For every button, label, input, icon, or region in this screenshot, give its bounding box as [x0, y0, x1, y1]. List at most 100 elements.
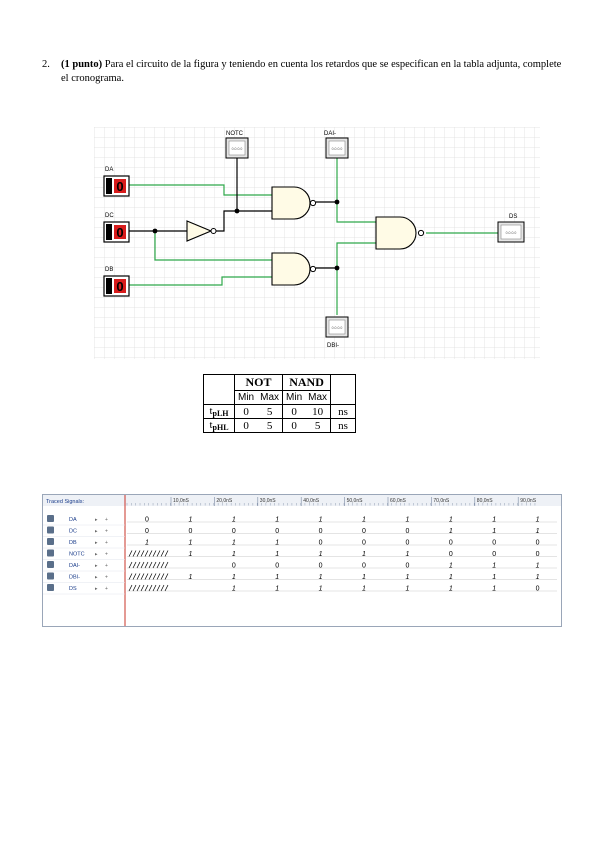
probe-value-DAI: 0.0.0.0	[332, 147, 343, 151]
handwritten-mark: 1	[362, 517, 366, 524]
probe-NOTC[interactable]: NOTC 0.0.0.0	[225, 131, 249, 159]
input-DA[interactable]: DA 0	[103, 167, 130, 197]
input-label-DC: DC	[105, 213, 114, 219]
expand-arrow-icon[interactable]: ▸	[95, 552, 98, 558]
handwritten-mark: 1	[362, 574, 366, 581]
trace-title: Traced Signals:	[46, 499, 84, 505]
probe-value-DS: 0.0.0.0	[506, 231, 517, 235]
undefined-hatch	[140, 573, 145, 580]
input-DC[interactable]: DC 0	[103, 213, 130, 243]
undefined-hatch	[144, 584, 149, 592]
handwritten-mark: 1	[275, 517, 279, 524]
junction-dot	[152, 228, 158, 234]
signal-name: DA	[69, 517, 77, 523]
handwritten-mark: 1	[232, 517, 236, 524]
expand-arrow-icon[interactable]: ▸	[95, 540, 98, 546]
handwritten-mark: 0	[362, 563, 366, 570]
plus-icon[interactable]: +	[105, 586, 108, 592]
handwritten-mark: 1	[492, 528, 496, 535]
table-cell: 5	[305, 418, 332, 433]
handwritten-mark: 1	[232, 551, 236, 558]
time-label: 80,0nS	[477, 498, 494, 504]
table-cell: 5	[257, 418, 284, 433]
expand-arrow-icon[interactable]: ▸	[95, 586, 98, 592]
junction-dot	[334, 265, 340, 271]
handwritten-mark: 1	[492, 563, 496, 570]
handwritten-mark: 1	[536, 528, 540, 535]
undefined-hatch	[144, 573, 149, 580]
subheader: Min	[234, 390, 258, 405]
probe-DAI[interactable]: DAI- 0.0.0.0	[324, 131, 349, 159]
time-label: 90,0nS	[520, 498, 537, 504]
handwritten-mark: 1	[188, 517, 192, 524]
signal-icon	[47, 526, 54, 534]
probe-value-NOTC: 0.0.0.0	[232, 147, 243, 151]
plus-icon[interactable]: +	[105, 552, 108, 558]
signal-icon	[47, 538, 54, 545]
handwritten-mark: 0	[405, 528, 409, 535]
expand-arrow-icon[interactable]: ▸	[95, 575, 98, 581]
undefined-hatch	[160, 561, 165, 569]
handwritten-mark: 0	[492, 540, 496, 547]
undefined-hatch	[144, 550, 149, 557]
handwritten-mark: 1	[188, 574, 192, 581]
led-icon	[114, 225, 126, 239]
probe-DBI[interactable]: 0.0.0.0 DBI-	[325, 316, 349, 349]
expand-arrow-icon[interactable]: ▸	[95, 563, 98, 569]
expand-arrow-icon[interactable]: ▸	[95, 517, 98, 523]
handwritten-mark: 1	[449, 563, 453, 570]
plus-icon[interactable]: +	[105, 575, 108, 581]
handwritten-mark: 0	[275, 528, 279, 535]
signal-name: DS	[69, 586, 77, 592]
header-nand: NAND	[282, 374, 332, 391]
wires	[129, 155, 498, 315]
time-label: 60,0nS	[390, 498, 407, 504]
delay-table: NOT NAND Min Max Min Max tpLH 0 5 0 10 n…	[203, 374, 357, 433]
handwritten-mark: 0	[405, 540, 409, 547]
handwritten-mark: 1	[362, 551, 366, 558]
handwritten-mark: 1	[275, 540, 279, 547]
undefined-hatch	[136, 561, 141, 569]
undefined-hatch	[148, 573, 153, 580]
handwritten-mark: 1	[405, 586, 409, 593]
handwritten-mark: 1	[492, 586, 496, 593]
plus-icon[interactable]: +	[105, 517, 108, 523]
undefined-hatch	[136, 573, 141, 580]
undefined-hatch	[140, 561, 145, 569]
handwritten-mark: 0	[319, 540, 323, 547]
time-label: 70,0nS	[433, 498, 450, 504]
plus-icon[interactable]: +	[105, 529, 108, 535]
handwritten-mark: 0	[405, 563, 409, 570]
probe-value-DBI: 0.0.0.0	[332, 326, 343, 330]
expand-arrow-icon[interactable]: ▸	[95, 529, 98, 535]
plus-icon[interactable]: +	[105, 540, 108, 546]
question-number: 2.	[42, 59, 50, 70]
undefined-hatch	[160, 584, 165, 592]
signal-icon	[47, 549, 54, 557]
handwritten-mark: 1	[145, 540, 149, 547]
input-value-DA: 0	[116, 179, 123, 194]
handwritten-mark: 0	[232, 528, 236, 535]
undefined-hatch	[136, 550, 141, 557]
unit-cell: ns	[330, 404, 357, 419]
undefined-hatch	[148, 561, 153, 569]
plus-icon[interactable]: +	[105, 563, 108, 569]
handwritten-mark: 1	[536, 517, 540, 524]
handwritten-mark: 0	[362, 540, 366, 547]
handwritten-mark: 1	[188, 540, 192, 547]
input-value-DC: 0	[116, 225, 123, 240]
input-DB[interactable]: DB 0	[103, 267, 130, 297]
undefined-hatch	[128, 550, 133, 557]
time-label: 30,0nS	[260, 498, 277, 504]
probe-DS[interactable]: DS 0.0.0.0	[497, 214, 525, 243]
handwritten-mark: 1	[492, 574, 496, 581]
handwritten-mark: 1	[232, 586, 236, 593]
